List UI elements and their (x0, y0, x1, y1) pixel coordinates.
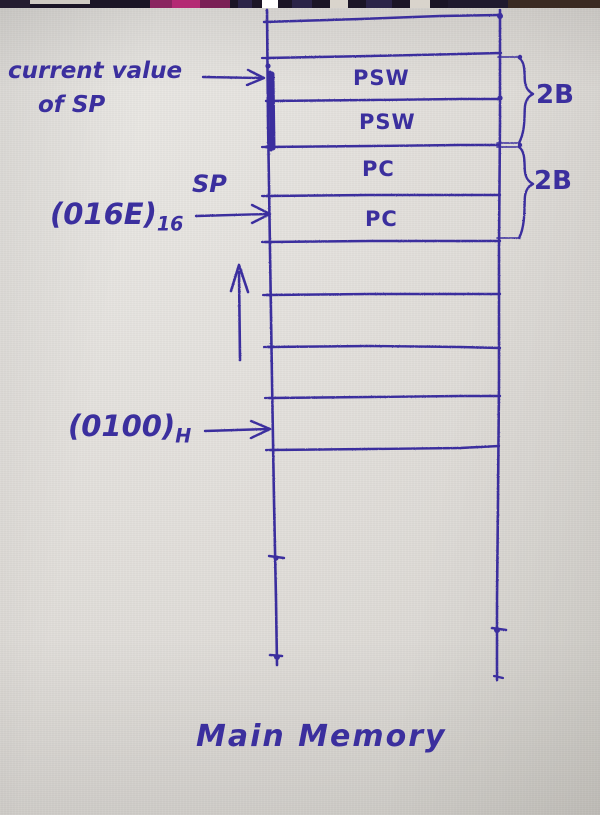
divider-8 (268, 444, 501, 452)
band-patch-6 (238, 0, 252, 9)
figure-caption: Main Memory (196, 719, 447, 754)
base-address-value: (0100) (68, 409, 176, 443)
base-address-label: (0100)H (68, 412, 191, 446)
base-address-arrow (203, 419, 272, 440)
divider-5 (265, 292, 502, 297)
band-patch-5 (200, 0, 230, 9)
divider-top (262, 13, 502, 24)
memory-cell-psw-1: PSW (353, 66, 410, 90)
brace-lower (496, 145, 535, 240)
band-patch-8 (292, 0, 312, 9)
memory-row-dividers (262, 13, 503, 452)
divider-left-nibs (260, 56, 278, 452)
sp-address-value: (016E) (50, 197, 157, 231)
brace-label-upper: 2B (536, 80, 574, 110)
memory-column-left-rail (265, 8, 286, 667)
band-patch-9 (330, 0, 348, 9)
sp-address-label: (016E)16 (50, 200, 183, 234)
band-patch-4 (172, 0, 200, 9)
brace-upper (496, 56, 535, 145)
band-patch-3 (150, 0, 172, 9)
sp-pointer-label: SP (192, 170, 227, 198)
divider-2 (263, 143, 502, 149)
memory-cell-pc-1: PC (362, 157, 395, 181)
divider-3 (263, 193, 502, 198)
ink-blobs (265, 13, 523, 660)
current-value-label-line2: of SP (38, 92, 106, 118)
band-patch-11 (410, 0, 430, 9)
divider-7 (267, 394, 502, 400)
sp-address-base: 16 (156, 212, 184, 236)
band-patch-12 (448, 0, 508, 9)
current-value-arrow (201, 68, 266, 87)
band-patch-10 (366, 0, 392, 9)
divider-6 (266, 344, 502, 350)
divider-0 (264, 51, 503, 60)
band-patch-13 (508, 0, 600, 9)
brace-label-lower: 2B (534, 166, 572, 196)
memory-cell-psw-2: PSW (359, 110, 416, 134)
divider-4 (263, 239, 502, 244)
band-patch-7 (262, 0, 278, 9)
band-patch-2 (30, 0, 90, 4)
photo-background-band (0, 0, 600, 9)
divider-1 (264, 97, 503, 103)
current-value-label-line1: current value (8, 58, 183, 84)
base-address-base: H (175, 424, 192, 448)
memory-column-right-rail (490, 8, 508, 682)
sp-pointer-arrow (194, 203, 272, 225)
stack-growth-up-arrow (229, 263, 250, 362)
memory-cell-pc-2: PC (365, 207, 398, 231)
band-patch-1 (0, 0, 30, 9)
